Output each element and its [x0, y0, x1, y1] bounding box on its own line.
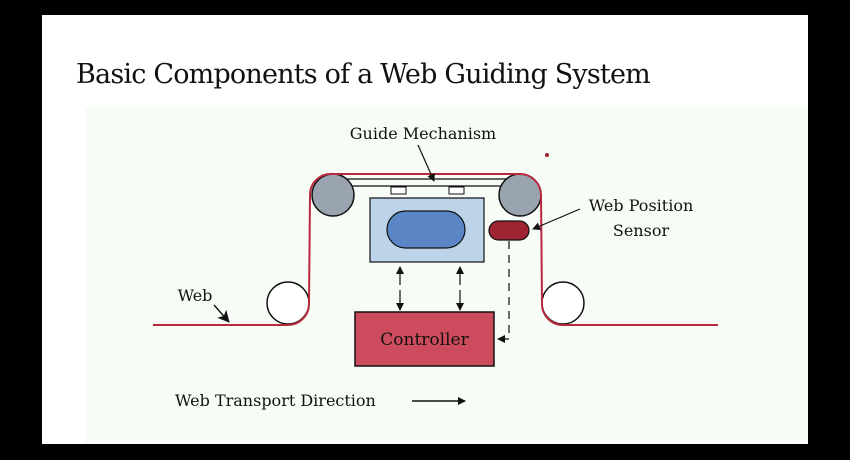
sensor-label-line2: Sensor [613, 221, 670, 240]
guide-roller-left [311, 173, 355, 217]
web-arrow [213, 304, 230, 323]
actuator-capsule [386, 210, 466, 249]
web-position-sensor [488, 220, 530, 241]
marker-dot [545, 153, 549, 157]
slide-title: Basic Components of a Web Guiding System [76, 59, 651, 90]
diagram-background [85, 107, 808, 444]
sensor-arrow [532, 208, 581, 230]
sensor-signal-line [497, 241, 510, 343]
web-path [153, 172, 718, 327]
sensor-label-line1: Web Position [589, 196, 694, 215]
guide-bearing-right [448, 186, 465, 195]
transport-direction-label: Web Transport Direction [175, 391, 376, 410]
guide-mechanism-label: Guide Mechanism [350, 124, 496, 143]
guide-mechanism-arrow [417, 144, 435, 182]
guide-bearing-left [390, 186, 407, 195]
controller-label: Controller [380, 330, 469, 350]
controller-box [354, 311, 495, 367]
web-label: Web [178, 286, 213, 305]
slide: Basic Components of a Web Guiding System [42, 15, 808, 444]
